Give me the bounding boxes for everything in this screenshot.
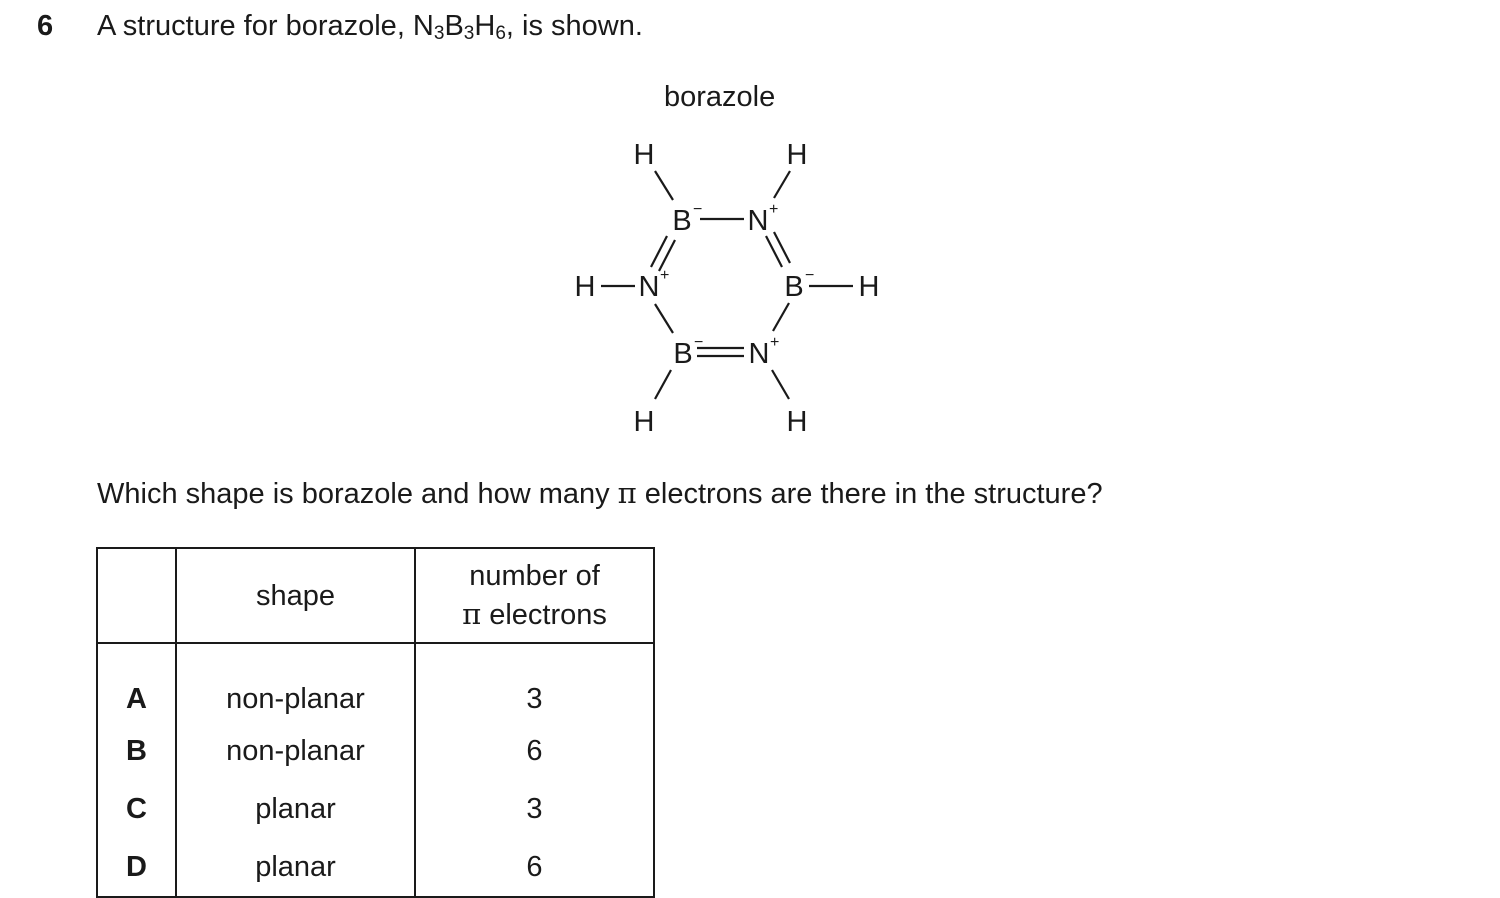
option-shape: non-planar (175, 643, 416, 722)
stem-suffix: , is shown. (505, 10, 643, 42)
charge-b-top: − (693, 201, 702, 218)
subscript-b: 3 (463, 23, 475, 44)
table-header-row: shape number of π electrons (96, 547, 655, 644)
header-count-line2: electrons (481, 599, 607, 631)
prompt-after: electrons are there in the structure? (636, 478, 1103, 510)
header-pi-electrons: number of π electrons (414, 547, 655, 644)
atom-h-top-left: H (634, 139, 655, 171)
option-letter: A (96, 643, 177, 722)
option-row-b[interactable]: B non-planar 6 (96, 722, 655, 780)
atom-n-bottom: N (749, 338, 770, 370)
option-count: 3 (414, 780, 655, 838)
charge-n-left: + (660, 267, 669, 284)
atom-b-bottom: B (673, 338, 692, 370)
atom-b-right: B (784, 271, 803, 303)
bond-h-b-top (654, 170, 674, 201)
option-shape: non-planar (175, 722, 416, 780)
option-letter: B (96, 722, 177, 780)
option-row-a[interactable]: A non-planar 3 (96, 643, 655, 722)
double-bond-n-b-right-2 (773, 231, 791, 264)
double-bond-b-n-left-1 (650, 235, 668, 268)
atom-h-bottom-right: H (787, 406, 808, 438)
option-count: 6 (414, 722, 655, 780)
charge-b-right: − (805, 267, 814, 284)
double-bond-b-n-left-2 (658, 239, 676, 272)
header-count-line1: number of (469, 560, 600, 592)
double-bond-n-b-right-1 (765, 235, 783, 268)
option-count: 3 (414, 643, 655, 722)
atom-h-bottom-left: H (634, 406, 655, 438)
stem-prefix: A structure for borazole, N (97, 10, 434, 42)
header-shape: shape (175, 547, 416, 644)
charge-n-bottom: + (770, 334, 779, 351)
pi-symbol: π (617, 476, 637, 510)
prompt-before: Which shape is borazole and how many (97, 478, 618, 510)
borazole-structure: H H B − N + H N + B − H B − N + H H (575, 139, 880, 438)
atom-h-top-right: H (787, 139, 808, 171)
charge-b-bottom: − (694, 334, 703, 351)
subscript-h: 6 (495, 23, 506, 44)
question-stem: A structure for borazole, N3B3H6, is sho… (97, 10, 643, 43)
atom-n-top: N (748, 205, 769, 237)
atom-n-left: N (639, 271, 660, 303)
option-letter: D (96, 838, 177, 898)
option-letter: C (96, 780, 177, 838)
atom-h-right: H (859, 271, 880, 303)
answer-options-table: shape number of π electrons A non-planar … (96, 547, 655, 898)
stem-h: H (474, 10, 496, 42)
header-pi-symbol: π (462, 597, 482, 631)
bond-b-n-bottom (772, 302, 790, 332)
question-prompt: Which shape is borazole and how many π e… (97, 476, 1103, 511)
bond-b-h-bottom (654, 369, 672, 400)
bond-h-n-top (773, 170, 791, 199)
bond-n-b-bottom (654, 303, 674, 334)
charge-n-top: + (769, 201, 778, 218)
atom-h-left: H (575, 271, 596, 303)
option-row-c[interactable]: C planar 3 (96, 780, 655, 838)
subscript-n: 3 (433, 23, 445, 44)
option-shape: planar (175, 780, 416, 838)
stem-b: B (444, 10, 464, 42)
option-shape: planar (175, 838, 416, 898)
bond-n-h-bottom (771, 369, 790, 400)
question-number: 6 (37, 10, 54, 42)
header-blank-cell (96, 547, 177, 644)
molecule-name: borazole (664, 81, 776, 113)
option-count: 6 (414, 838, 655, 898)
option-row-d[interactable]: D planar 6 (96, 838, 655, 898)
atom-b-top: B (672, 205, 691, 237)
